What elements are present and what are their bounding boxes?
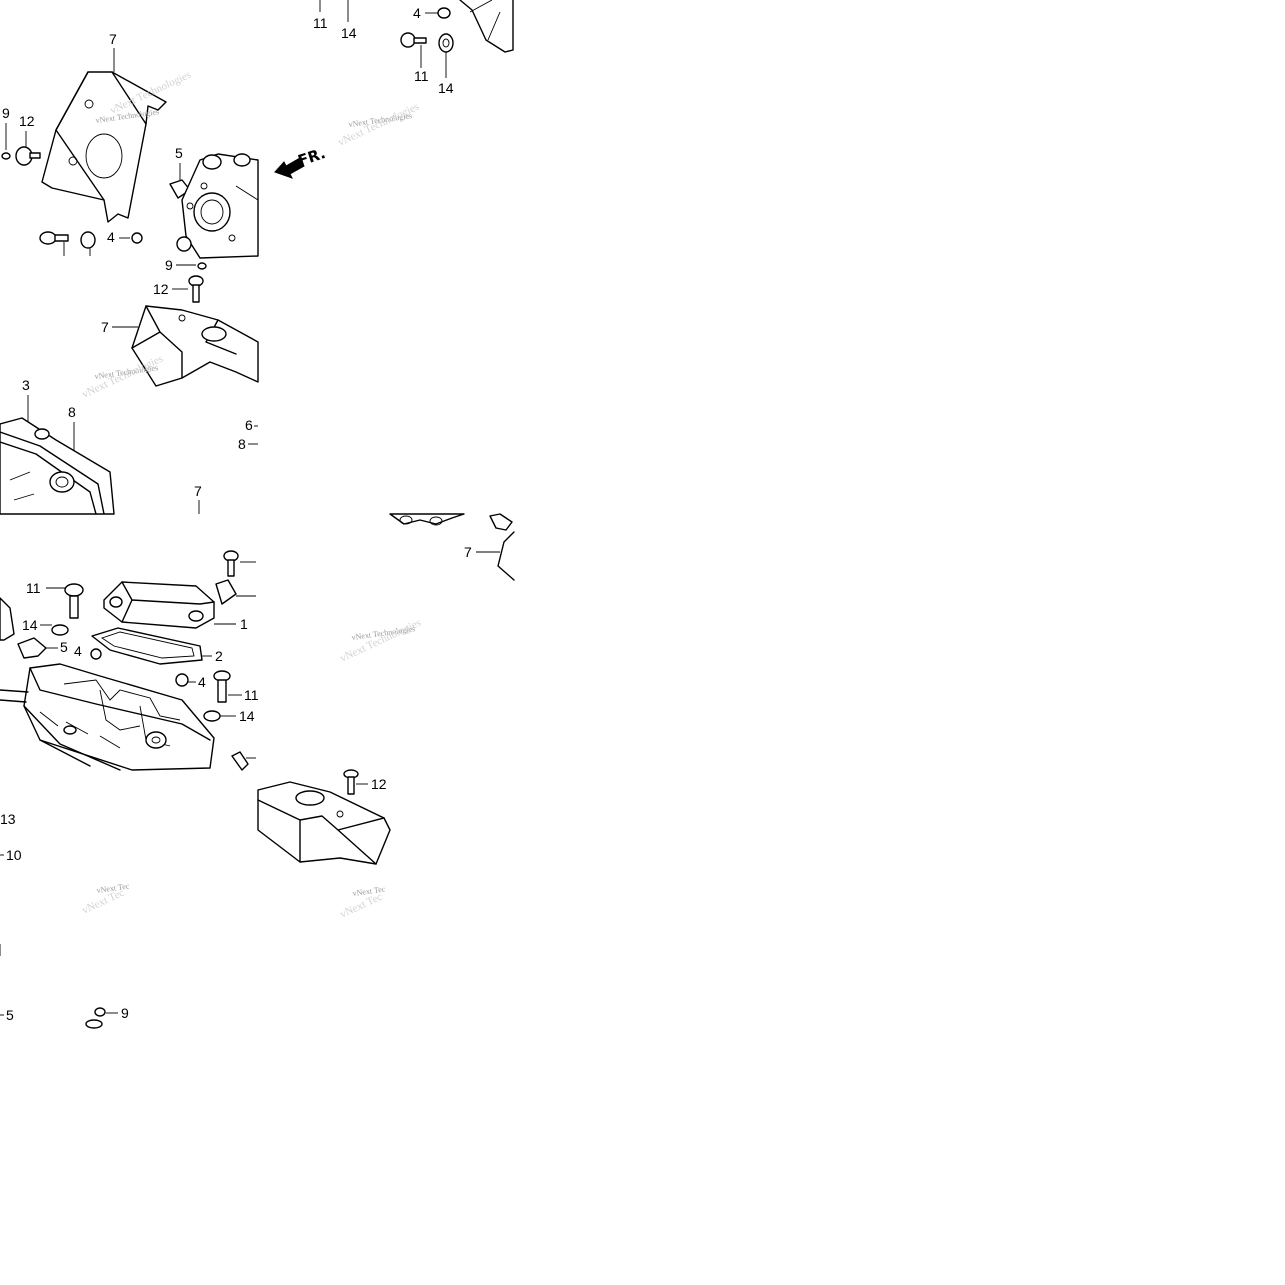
callout-11-d: 11 (244, 687, 259, 703)
callout-3-a: 3 (22, 377, 30, 393)
callout-14-b: 14 (438, 80, 454, 96)
callout-1-a: 1 (240, 616, 248, 632)
callout-5-c: 5 (6, 1007, 14, 1023)
tile-bottom-left: 11 1 14 5 2 4 4 11 14 (0, 550, 259, 1029)
callout-11-c: 11 (26, 580, 41, 596)
callout-14-a: 14 (341, 25, 357, 41)
callout-4-d: 4 (198, 674, 206, 690)
callout-14-c: 14 (22, 617, 38, 633)
callout-7-a: 7 (109, 31, 117, 47)
tile-bottom-right: 12 vNext Technologies vNext Technologies… (257, 617, 423, 921)
callout-8-b: 8 (238, 436, 246, 452)
callout-9-a: 9 (2, 105, 10, 121)
callout-11-a: 11 (313, 15, 328, 31)
callout-6-a: 6 (245, 417, 253, 433)
callout-10-a: 10 (6, 847, 22, 863)
callout-5-b: 5 (60, 639, 68, 655)
callout-7-c: 7 (194, 483, 202, 499)
callout-4-a: 4 (413, 5, 421, 21)
watermark-5b: vNext Technologies (338, 617, 423, 665)
callout-13-a: 13 (0, 811, 16, 827)
front-marker: FR. (296, 144, 328, 170)
tile-top-left: 11 14 4 11 14 7 9 12 (0, 0, 514, 515)
callout-4-c: 4 (74, 643, 82, 659)
callout-14-d: 14 (239, 708, 255, 724)
callout-12-c: 12 (371, 776, 387, 792)
callout-9-b: 9 (165, 257, 173, 273)
callout-7-b: 7 (101, 319, 109, 335)
callout-11-b: 11 (414, 68, 429, 84)
callout-7-d: 7 (464, 544, 472, 560)
callout-12-a: 12 (19, 113, 35, 129)
callout-2-a: 2 (215, 648, 223, 664)
callout-4-b: 4 (107, 229, 115, 245)
tile-fragments-right: 7 (389, 513, 515, 581)
callout-8-a: 8 (68, 404, 76, 420)
callout-12-b: 12 (153, 281, 169, 297)
callout-5-a: 5 (175, 145, 183, 161)
callout-9-c: 9 (121, 1005, 129, 1021)
